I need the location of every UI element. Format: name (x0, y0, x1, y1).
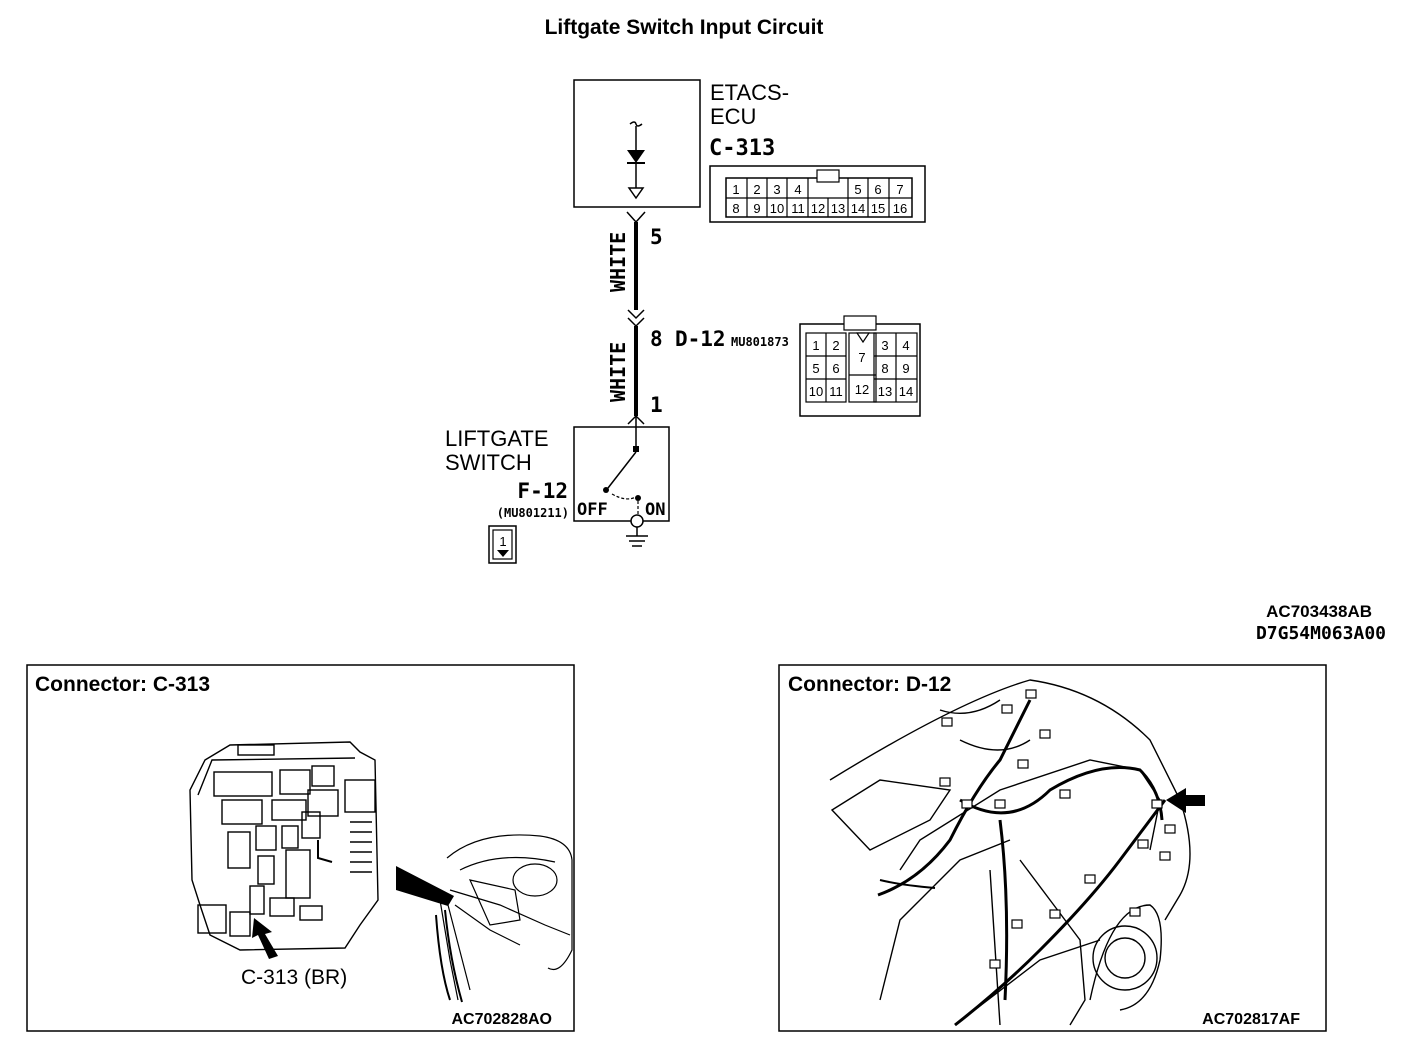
ecu-connector-label: C-313 (709, 136, 775, 161)
c313-pin: 13 (831, 201, 845, 216)
switch-part-number: (MU801211) (497, 506, 569, 520)
arrow-icon (252, 918, 278, 959)
panel-right-title: Connector: D-12 (788, 673, 951, 696)
c313-pin: 11 (791, 201, 805, 216)
d12-pin: 9 (902, 361, 909, 376)
d12-pin: 4 (902, 338, 909, 353)
c313-pin: 14 (851, 201, 865, 216)
etacs-ecu-illustration (189, 741, 379, 951)
c313-pin: 15 (871, 201, 885, 216)
switch-on-label: ON (645, 500, 665, 520)
d12-pin: 1 (812, 338, 819, 353)
d12-pin: 12 (855, 382, 869, 397)
wire-pin-1: 1 (650, 393, 663, 417)
arrow-icon (1166, 788, 1205, 813)
doc-code-2: D7G54M063A00 (1256, 623, 1386, 644)
c313-pin: 5 (854, 182, 861, 197)
c313-pin: 16 (893, 201, 907, 216)
switch-connector-face (488, 525, 517, 564)
ecu-label-line2: ECU (710, 104, 756, 129)
connector-blocks (939, 689, 1176, 969)
wire-pin-5: 5 (650, 225, 663, 249)
switch-box (573, 426, 670, 522)
d12-pin: 7 (858, 350, 865, 365)
connector-c313-face: 1 2 3 4 5 6 7 8 9 10 11 12 13 14 15 16 (709, 165, 926, 223)
d12-pin: 5 (812, 361, 819, 376)
switch-off-label: OFF (577, 500, 608, 520)
switch-label-line2: SWITCH (445, 450, 532, 475)
panel-right-ref: AC702817AF (1202, 1011, 1300, 1028)
c313-pin: 1 (732, 182, 739, 197)
pointer-icon (396, 866, 454, 906)
d12-pin: 13 (878, 384, 892, 399)
panel-left-title: Connector: C-313 (35, 673, 210, 696)
panel-right (778, 664, 1327, 1032)
c313-pin: 3 (773, 182, 780, 197)
vehicle-rear-illustration (829, 679, 1191, 1026)
wire-path (626, 211, 646, 446)
page-title: Liftgate Switch Input Circuit (545, 16, 824, 39)
ecu-label-line1: ETACS- (710, 80, 789, 105)
c313-callout: C-313 (BR) (241, 966, 347, 989)
wire-harness (877, 699, 1167, 1027)
c313-pin: 12 (811, 201, 825, 216)
d12-pin: 14 (899, 384, 913, 399)
doc-code-1: AC703438AB (1266, 602, 1372, 621)
d12-pin: 2 (832, 338, 839, 353)
d12-pin: 8 (881, 361, 888, 376)
d12-pin: 3 (881, 338, 888, 353)
panel-left-ref: AC702828AO (452, 1011, 553, 1028)
panel-left (26, 664, 575, 1032)
d12-pin: 6 (832, 361, 839, 376)
d12-pin: 11 (829, 384, 843, 399)
switch-connector-pin: 1 (499, 534, 506, 549)
ecu-box (573, 79, 701, 208)
c313-pin: 9 (753, 201, 760, 216)
connector-d12-face: 1 2 3 4 5 6 7 8 9 10 11 12 13 14 (799, 315, 921, 417)
d12-pin: 10 (809, 384, 823, 399)
wire-color-lower: WHITE (606, 342, 630, 402)
switch-label-line1: LIFTGATE (445, 426, 549, 451)
wire-color-upper: WHITE (606, 232, 630, 292)
c313-pin: 4 (794, 182, 801, 197)
c313-pin: 6 (874, 182, 881, 197)
dashboard-illustration (435, 834, 573, 1003)
wire-pin-8: 8 (650, 327, 663, 351)
junction-part-number: MU801873 (731, 335, 789, 349)
c313-pin: 7 (896, 182, 903, 197)
switch-symbol (603, 446, 648, 547)
c313-pin: 8 (732, 201, 739, 216)
junction-connector-label: D-12 (675, 327, 726, 351)
c313-pin: 10 (770, 201, 784, 216)
switch-connector-label: F-12 (517, 479, 568, 503)
c313-pin: 2 (753, 182, 760, 197)
diode-symbol (627, 121, 645, 200)
